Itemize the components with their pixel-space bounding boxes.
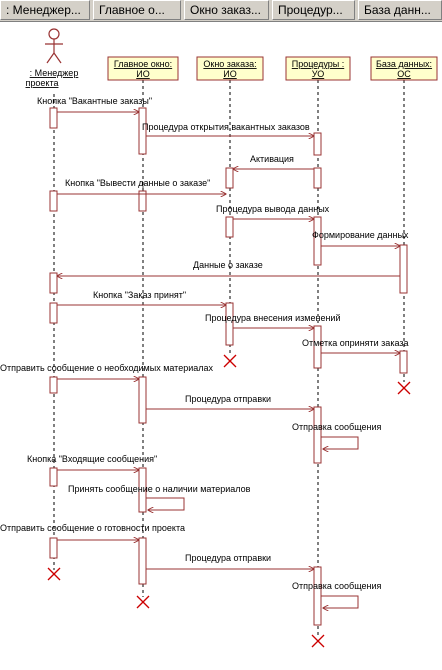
message-label: Отправить сообщение о необходимых матери… — [0, 363, 214, 373]
message-arrow — [146, 497, 185, 510]
message-label: Кнопка "Заказ принят" — [93, 290, 186, 300]
activation-bar — [225, 216, 234, 238]
manager-name-line2: проекта — [26, 78, 59, 88]
tab-order-window[interactable]: Окно заказ... — [184, 0, 269, 20]
activation-bar — [138, 376, 147, 424]
activation-bar — [49, 376, 58, 394]
procedures-name-line1: Процедуры : — [292, 59, 344, 69]
activation-bar — [138, 107, 147, 155]
activation-bar — [313, 566, 322, 626]
message-label: Кнопка "Вакантные заказы" — [37, 96, 152, 106]
participant-main-window: Главное окно: ИО — [107, 56, 179, 81]
procedures-name-line2: УО — [312, 69, 324, 79]
activation-bar — [138, 467, 147, 513]
message-label: Отправить сообщение о готовности проекта — [0, 523, 185, 533]
activation-bar — [49, 190, 58, 212]
order-window-name-line2: ИО — [223, 69, 236, 79]
activation-bar — [399, 244, 408, 294]
activation-bar — [225, 167, 234, 189]
destroy-marker-manager — [47, 567, 61, 581]
activation-bar — [399, 350, 408, 374]
participant-order-window: Окно заказа: ИО — [196, 56, 264, 81]
message-label: Отправка сообщения — [292, 422, 382, 432]
message-label: Формирование данных — [312, 230, 409, 240]
destroy-marker-order-window — [223, 354, 237, 368]
message-label: Кнопка "Вывести данные о заказе" — [65, 178, 210, 188]
order-window-name-line1: Окно заказа: — [203, 59, 256, 69]
message-label: Активация — [250, 154, 294, 164]
message-label: Процедура вывода данных — [216, 204, 330, 214]
message-label: Кнопка "Входящие сообщения" — [27, 454, 157, 464]
activation-bar — [138, 190, 147, 212]
activation-bar — [49, 467, 58, 487]
database-name-line2: ОС — [397, 69, 411, 79]
tab-main-window[interactable]: Главное о... — [93, 0, 181, 20]
participant-tab-bar: : Менеджер... Главное о... Окно заказ...… — [0, 0, 442, 22]
activation-bars — [49, 107, 408, 626]
message-label: Процедура внесения изменений — [205, 313, 340, 323]
main-window-name-line1: Главное окно: — [114, 59, 172, 69]
activation-bar — [49, 272, 58, 294]
activation-bar — [313, 406, 322, 464]
main-window-name-line2: ИО — [136, 69, 149, 79]
participant-procedures: Процедуры : УО — [285, 56, 351, 81]
destroy-marker-procedures — [311, 634, 325, 648]
activation-bar — [138, 537, 147, 585]
manager-name-line1: : Менеджер — [30, 68, 79, 78]
message-arrow — [321, 436, 359, 449]
sequence-diagram: : Менеджер проекта Главное окно: ИО Окно… — [0, 28, 438, 648]
message-label: Процедура отправки — [185, 394, 271, 404]
message-label: Принять сообщение о наличии материалов — [68, 484, 251, 494]
message-label: Отметка оприняти заказа — [302, 338, 409, 348]
activation-bar — [313, 167, 322, 189]
activation-bar — [313, 216, 322, 266]
tab-database[interactable]: База данн... — [358, 0, 442, 20]
destroy-markers — [47, 354, 411, 648]
message-label: Процедура открытия вакантных заказов — [142, 122, 310, 132]
message-label: Процедура отправки — [185, 553, 271, 563]
tab-procedures[interactable]: Процедур... — [272, 0, 355, 20]
message-labels: Кнопка "Вакантные заказы" Процедура откр… — [0, 96, 409, 591]
activation-bar — [225, 302, 234, 346]
message-label: Отправка сообщения — [292, 581, 382, 591]
database-name-line1: База данных: — [376, 59, 432, 69]
message-label: Данные о заказе — [193, 260, 263, 270]
activation-bar — [49, 107, 58, 129]
actor-icon — [45, 28, 63, 64]
activation-bar — [49, 302, 58, 324]
participant-manager: : Менеджер проекта — [26, 28, 79, 88]
activation-bar — [49, 537, 58, 559]
destroy-marker-database — [397, 381, 411, 395]
participant-database: База данных: ОС — [370, 56, 438, 81]
destroy-marker-main-window — [136, 595, 150, 609]
activation-bar — [313, 132, 322, 156]
activation-bar — [313, 325, 322, 369]
tab-manager[interactable]: : Менеджер... — [0, 0, 90, 20]
messages — [57, 112, 400, 608]
message-arrow — [321, 595, 359, 608]
